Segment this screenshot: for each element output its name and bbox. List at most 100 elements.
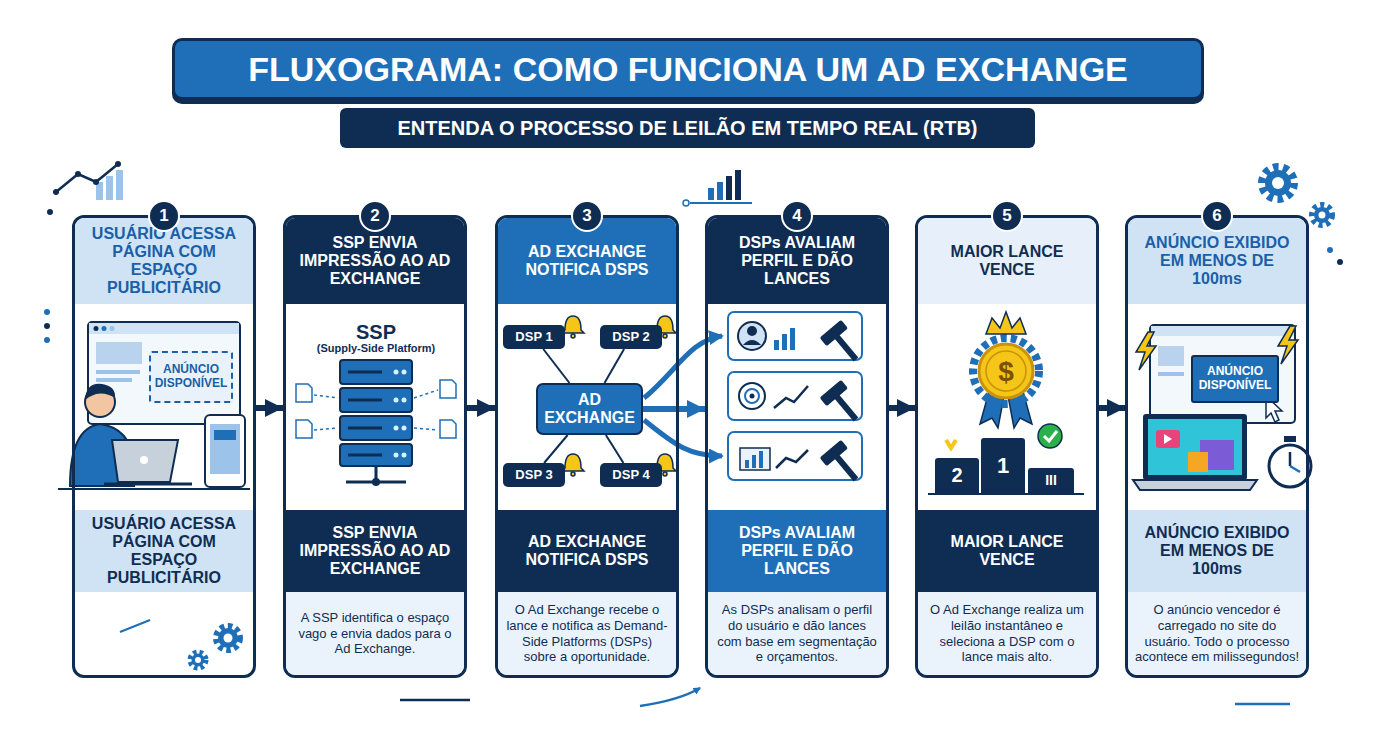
bid-cards-illustration-part (774, 340, 779, 350)
label-text: $ (998, 356, 1014, 388)
description-text: O Ad Exchange realiza um leilão instantâ… (924, 602, 1090, 664)
chart-decoration-part (708, 188, 714, 200)
medal-illustration-part (946, 440, 956, 448)
bid-cards-illustration-part-part-part (834, 335, 858, 362)
user-browser-illustration-part (96, 378, 132, 382)
dot-decoration-part (44, 323, 50, 329)
panel-description: O Ad Exchange recebe o lance e notifica … (498, 592, 676, 675)
server-illustration-part (372, 478, 380, 486)
bid-cards-illustration-part (728, 432, 862, 480)
step-number: 2 (359, 200, 391, 232)
user-browser-illustration-part (110, 326, 115, 331)
node-text: DSP 3 (515, 468, 552, 483)
user-browser-illustration-part (112, 440, 178, 482)
user-browser-illustration-part (58, 488, 250, 490)
gear-decoration-part (1312, 205, 1332, 225)
server-illustration-part-part (394, 453, 399, 458)
bid-cards-illustration-part (776, 450, 808, 468)
node-text: 1 (997, 453, 1009, 478)
dsp-box: DSP 4 (600, 463, 662, 487)
bid-cards-illustration-part (740, 448, 770, 470)
bell-icon-part (571, 334, 575, 338)
podium-block: III (1028, 468, 1074, 493)
node-text: 2 (370, 206, 379, 226)
step-number: 3 (571, 200, 603, 232)
panel-description: O anúncio vencedor é carregado no site d… (1128, 592, 1306, 675)
chart-decoration (53, 161, 752, 206)
gear-decoration-part-part (218, 628, 238, 648)
server-illustration (296, 360, 456, 486)
server-illustration-part-part (314, 428, 338, 430)
server-illustration-part-part (348, 371, 382, 374)
server-illustration-part-part (394, 370, 399, 375)
podium-block: 2 (935, 458, 979, 493)
server-illustration-part (340, 444, 412, 466)
chart-decoration-part (56, 164, 118, 192)
gear-decoration-part-part (1262, 167, 1294, 199)
server-illustration-part (296, 380, 456, 438)
panel-description: As DSPs analisam o perfil do usuário e d… (708, 592, 886, 675)
dsp-box: DSP 2 (600, 325, 662, 349)
ad-display-illustration-part (1148, 419, 1242, 475)
dot-decoration-part (640, 688, 700, 706)
node-text: 5 (1002, 206, 1011, 226)
gear-decoration-part-part (1265, 170, 1291, 196)
chart-decoration-part (116, 170, 123, 200)
server-illustration-part-part (414, 428, 438, 430)
step-panel: USUÁRIO ACESSA PÁGINA COM ESPAÇO PUBLICI… (72, 215, 256, 678)
user-browser-illustration-part (89, 323, 239, 334)
bid-cards-illustration-part (774, 386, 808, 408)
panel-footer-header: USUÁRIO ACESSA PÁGINA COM ESPAÇO PUBLICI… (75, 510, 253, 592)
dot-decoration-part (1327, 247, 1333, 253)
dot-decoration-part (400, 699, 470, 702)
ad-display-illustration-part (1158, 346, 1184, 366)
description-text: A SSP identifica o espaço vago e envia d… (292, 610, 458, 657)
medal-illustration-part (973, 338, 1039, 404)
bell-icon-part (663, 334, 667, 338)
user-browser-illustration-part (102, 326, 107, 331)
header-text: MAIOR LANCE VENCE (924, 243, 1090, 279)
header-text: USUÁRIO ACESSA PÁGINA COM ESPAÇO PUBLICI… (81, 515, 247, 587)
node-text: 6 (1212, 206, 1221, 226)
user-browser-illustration-part (94, 326, 99, 331)
gear-decoration-part (216, 626, 240, 650)
node-text: III (1045, 472, 1057, 488)
header-text: DSPs AVALIAM PERFIL E DÃO LANCES (714, 524, 880, 578)
exchange-box: AD EXCHANGE (536, 383, 643, 435)
chart-decoration-part (726, 176, 732, 200)
gear-decoration-part (190, 652, 206, 668)
ad-display-illustration-part (1164, 434, 1172, 444)
node-text: ENTENDA O PROCESSO DE LEILÃO EM TEMPO RE… (397, 117, 977, 140)
podium-block: 1 (981, 438, 1025, 493)
gear-decoration-part-part (216, 626, 240, 650)
panel-footer-header: AD EXCHANGE NOTIFICA DSPS (498, 510, 676, 592)
ad-display-illustration-part (1156, 430, 1180, 448)
link-line (543, 349, 569, 383)
panel-illustration-area (75, 304, 253, 510)
server-illustration-part-part (402, 453, 407, 458)
gear-decoration-part-part (1319, 212, 1326, 219)
medal-illustration-part (986, 351, 1026, 391)
server-illustration-part-part (402, 370, 407, 375)
server-illustration-part (348, 372, 382, 455)
panel-footer-header: ANÚNCIO EXIBIDO EM MENOS DE 100ms (1128, 510, 1306, 592)
bid-cards-illustration-part-part-part (820, 440, 849, 466)
user-browser-illustration-part (140, 456, 148, 464)
bid-cards-illustration-part (747, 326, 757, 336)
chart-decoration-part (735, 170, 741, 200)
description-text: As DSPs analisam o perfil do usuário e d… (714, 602, 880, 664)
server-illustration-part-part (402, 398, 407, 403)
step-panel: AD EXCHANGE NOTIFICA DSPSAD EXCHANGE NOT… (495, 215, 679, 678)
gear-decoration-part-part (1314, 207, 1330, 223)
chart-decoration-part (115, 161, 121, 167)
subtitle-band: ENTENDA O PROCESSO DE LEILÃO EM TEMPO RE… (340, 108, 1035, 148)
dsp-box: DSP 3 (503, 463, 565, 487)
ad-display-illustration-part (1150, 325, 1295, 423)
bid-cards-illustration-part-part-part (834, 395, 858, 422)
server-illustration-part-part (348, 399, 382, 402)
user-browser-illustration-part (210, 424, 240, 474)
step-panel: MAIOR LANCE VENCEMAIOR LANCE VENCEO Ad E… (915, 215, 1099, 678)
link-line (606, 435, 624, 463)
bid-cards-illustration-part (782, 334, 787, 350)
